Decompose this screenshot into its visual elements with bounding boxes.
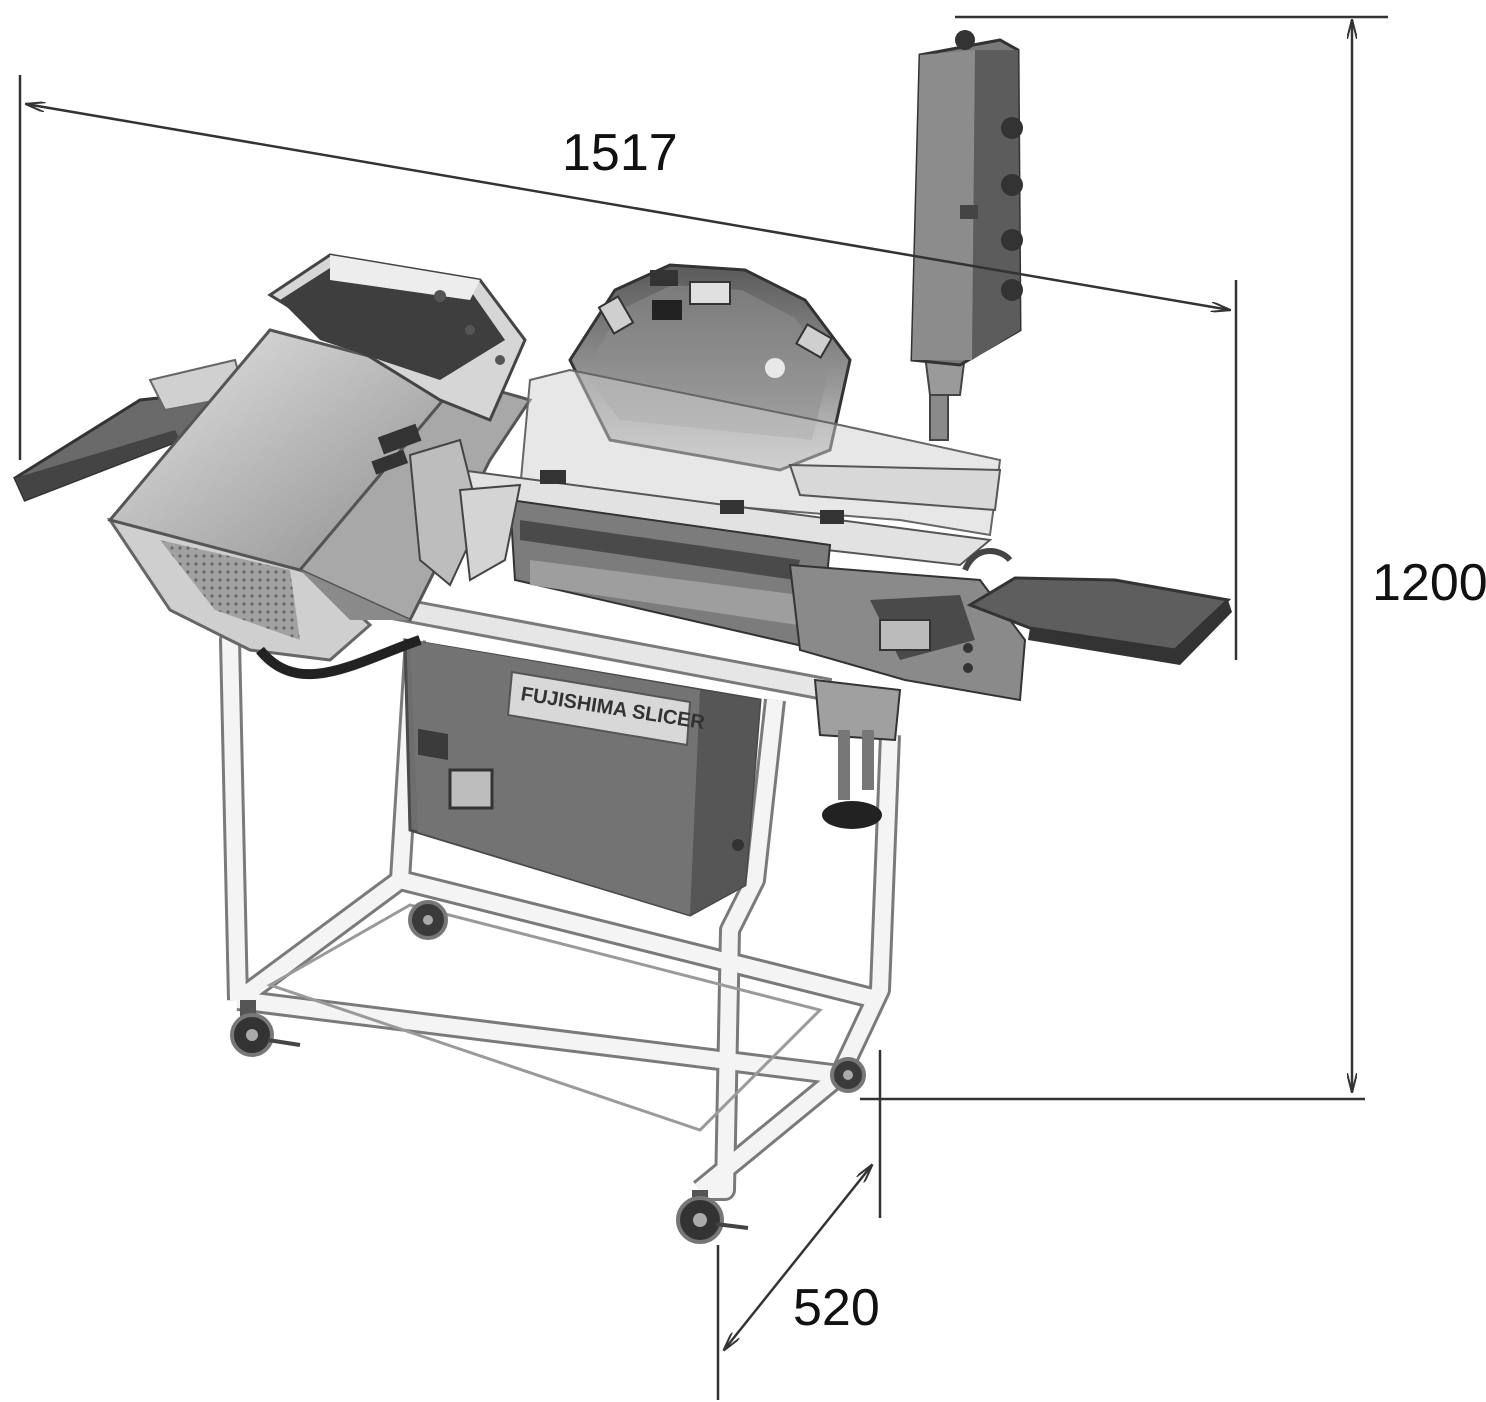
pendant-button-1 bbox=[1001, 117, 1023, 139]
dimension-labels: 1517 1200 520 bbox=[562, 124, 1486, 1337]
caster-back-right bbox=[830, 1057, 866, 1093]
depth-label: 520 bbox=[793, 1279, 880, 1337]
grille-housing bbox=[106, 517, 422, 680]
pendant-button-2 bbox=[1001, 174, 1023, 196]
length-dimension-line bbox=[26, 104, 1230, 310]
pendant-button-3 bbox=[1001, 229, 1023, 251]
control-pendant bbox=[910, 30, 1023, 441]
height-label: 1200 bbox=[1372, 554, 1486, 612]
output-tray-right bbox=[962, 548, 1232, 665]
caster-front-right bbox=[676, 1190, 749, 1244]
base-tray bbox=[266, 903, 823, 1132]
length-label: 1517 bbox=[562, 124, 678, 182]
pendant-button-4 bbox=[1001, 279, 1023, 301]
depth-dimension-line bbox=[724, 1165, 872, 1350]
caster-wheels bbox=[230, 900, 866, 1244]
motor-cabinet: FUJISHIMA SLICER bbox=[403, 638, 762, 917]
slicer-machine-illustration: FUJISHIMA SLICER bbox=[13, 30, 1232, 1244]
caster-front-left bbox=[230, 1000, 301, 1057]
drive-mechanism bbox=[788, 563, 1027, 829]
conveyor-body bbox=[408, 368, 1002, 652]
caster-back-left bbox=[408, 900, 448, 940]
dimension-lines bbox=[18, 15, 1388, 1400]
